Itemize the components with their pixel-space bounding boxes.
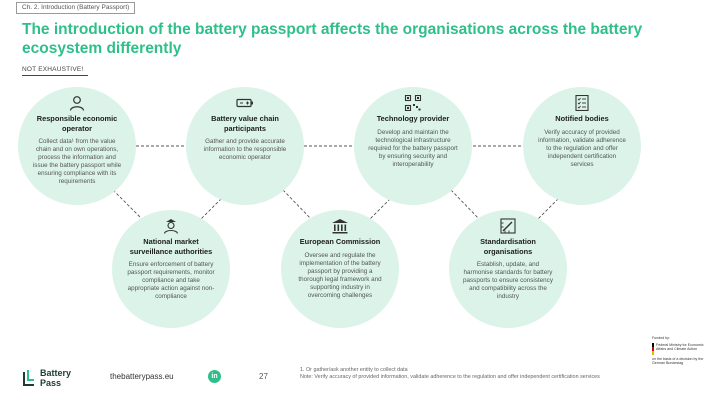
role-notified-bodies: Notified bodies Verify accuracy of provi…	[523, 87, 641, 205]
role-title: Technology provider	[376, 114, 450, 123]
role-standardisation-organisations: Standardisation organisations Establish,…	[449, 210, 567, 328]
role-description: Verify accuracy of provided information,…	[538, 128, 626, 168]
linkedin-icon[interactable]: in	[208, 370, 221, 383]
battery-icon	[236, 98, 253, 108]
role-description: Ensure enforcement of battery passport r…	[127, 261, 215, 300]
role-description: Develop and maintain the technological i…	[368, 128, 458, 168]
role-technology-provider: Technology provider Develop and maintain…	[354, 87, 472, 205]
footnotes: 1. Or gather/ask another entity to colle…	[300, 367, 630, 381]
funder-block: Funded by: Federal Ministry for Economic…	[652, 336, 704, 366]
page-number: 27	[259, 372, 268, 381]
funder-subtext: on the basis of a decision by the German…	[652, 356, 704, 366]
institution-icon	[332, 219, 348, 234]
logo-line-2: Pass	[40, 378, 62, 388]
not-exhaustive-label: NOT EXHAUSTIVE!	[22, 66, 84, 73]
role-description: Gather and provide accurate information …	[203, 138, 287, 161]
disclaimer-underline	[22, 75, 88, 76]
logo-wordmark: Battery Pass	[40, 368, 71, 388]
connector-line	[282, 189, 315, 223]
role-european-commission: European Commission Oversee and regulate…	[281, 210, 399, 328]
logo-line-1: Battery	[40, 368, 72, 378]
funder-label: Funded by:	[652, 336, 670, 340]
role-title: Battery value chain participants	[211, 114, 279, 133]
officer-icon	[163, 219, 179, 234]
footnote-note: Note: Verify accuracy of provided inform…	[300, 373, 600, 380]
role-description: Oversee and regulate the implementation …	[298, 251, 382, 299]
battery-pass-logo-icon	[23, 370, 34, 386]
user-icon	[69, 96, 85, 111]
role-responsible-economic-operator: Responsible economic operator Collect da…	[18, 87, 136, 205]
role-national-market-surveillance-authorities: National market surveillance authorities…	[112, 210, 230, 328]
checklist-icon	[575, 95, 589, 111]
german-flag-icon	[652, 342, 654, 355]
connector-line	[112, 189, 146, 223]
website-link[interactable]: thebatterypass.eu	[110, 372, 174, 381]
footnote-1: 1. Or gather/ask another entity to colle…	[300, 367, 408, 373]
battery-pass-logo[interactable]: Battery Pass	[22, 368, 71, 392]
role-title: National market surveillance authorities	[129, 237, 213, 256]
page-title: The introduction of the battery passport…	[22, 21, 643, 57]
qr-code-icon	[404, 95, 422, 111]
breadcrumb: Ch. 2. Introduction (Battery Passport)	[16, 2, 136, 14]
role-battery-value-chain-participants: Battery value chain participants Gather …	[186, 87, 304, 205]
funder-ministry: Federal Ministry for Economic Affairs an…	[656, 342, 704, 352]
ruler-pencil-icon	[500, 218, 516, 234]
role-description: Establish, update, and harmonise standar…	[463, 261, 553, 300]
connector-line	[450, 189, 483, 223]
role-title: Responsible economic operator	[36, 114, 118, 133]
role-title: Standardisation organisations	[480, 237, 536, 256]
role-title: European Commission	[299, 237, 381, 246]
role-description: Collect data¹ from the value chain and o…	[32, 138, 122, 185]
role-title: Notified bodies	[555, 114, 609, 123]
